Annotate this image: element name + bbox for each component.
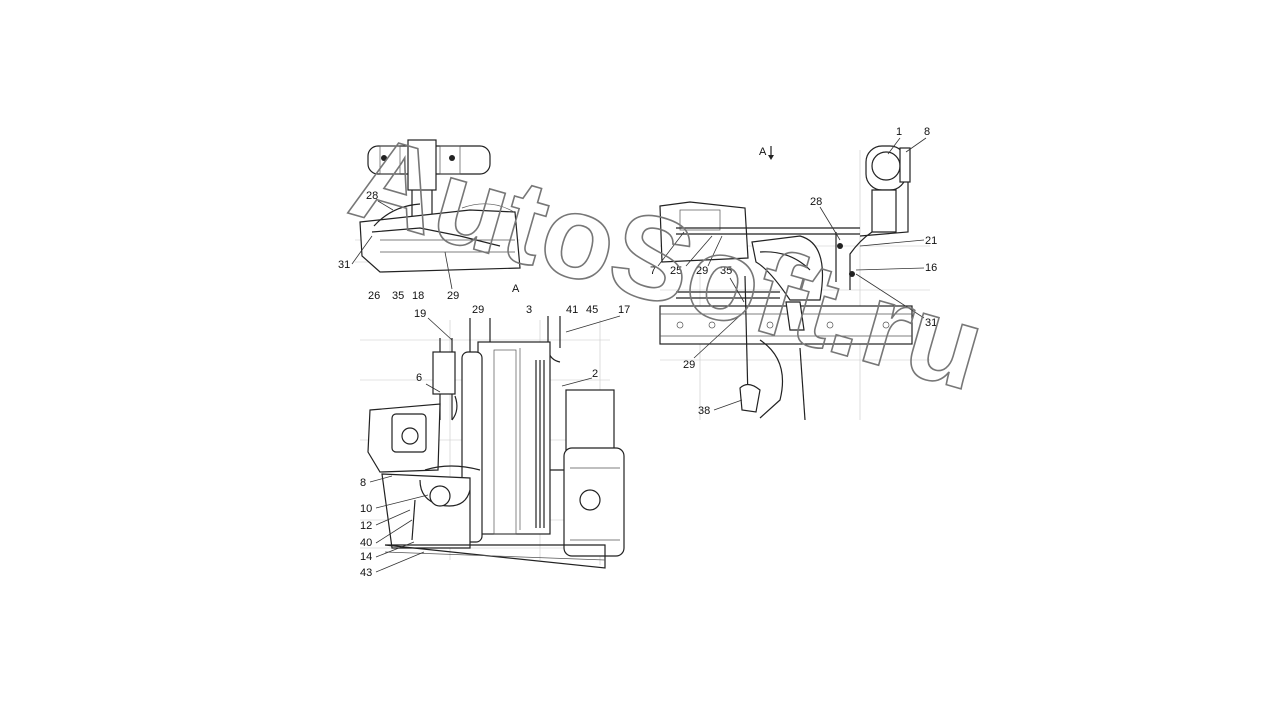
callout-31: 31 [338,259,350,271]
callout-29b: 29 [472,304,484,316]
callout-28: 28 [366,190,378,202]
callout-35: 35 [392,290,404,302]
callout-26: 26 [368,290,380,302]
callout-21: 21 [925,235,937,247]
left-lower-housing [367,403,606,569]
callout-8r: 8 [924,126,930,138]
callout-3: 3 [526,304,532,316]
callout-14: 14 [360,551,372,563]
right-callouts: 1 8 A 28 21 7 25 29 16 35 31 29 38 [650,126,937,417]
right-view: 1 8 A 28 21 7 25 29 16 35 31 29 38 [650,126,937,421]
callout-29r2: 29 [683,359,695,371]
callout-31r: 31 [925,317,937,329]
callout-29r: 29 [696,265,708,277]
radiator [461,341,551,543]
right-exhaust [739,275,806,421]
callout-12: 12 [360,520,372,532]
callout-18: 18 [412,290,424,302]
left-callouts: 28 31 26 35 18 29 29 A 3 41 45 17 19 2 6… [338,190,630,579]
right-engine-body [659,201,860,301]
callout-43: 43 [360,567,372,579]
callout-8: 8 [360,477,366,489]
callout-17: 17 [618,304,630,316]
frame-rail [659,291,913,345]
callout-10: 10 [360,503,372,515]
callout-29a: 29 [447,290,459,302]
callout-28r: 28 [810,196,822,208]
callout-A-left: A [512,283,520,295]
callout-16: 16 [925,262,937,274]
engine-top-body [359,203,521,273]
callout-7: 7 [650,265,656,277]
left-view: 28 31 26 35 18 29 29 A 3 41 45 17 19 2 6… [338,139,630,579]
callout-19: 19 [414,308,426,320]
callout-45: 45 [586,304,598,316]
callout-A-right: A [759,146,767,158]
callout-2: 2 [592,368,598,380]
air-filter-top [367,139,491,230]
callout-35r: 35 [720,265,732,277]
callout-25: 25 [670,265,682,277]
callout-1: 1 [896,126,902,138]
callout-6: 6 [416,372,422,384]
callout-40: 40 [360,537,372,549]
right-air-filter [835,145,911,290]
callout-41: 41 [566,304,578,316]
left-fuel-tank [563,389,625,557]
callout-38: 38 [698,405,710,417]
